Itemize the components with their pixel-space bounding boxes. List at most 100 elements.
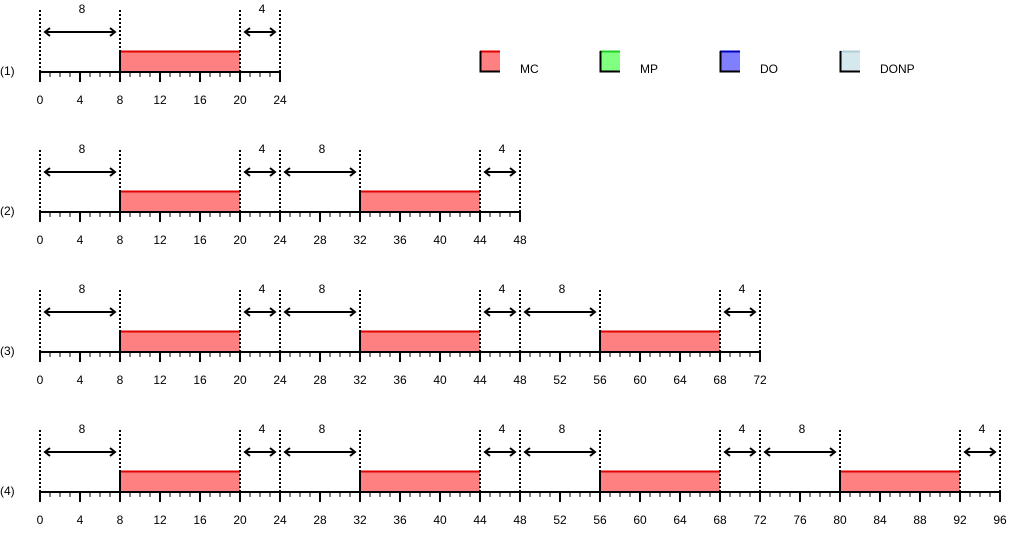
bar-mc bbox=[120, 51, 240, 72]
interval-label: 8 bbox=[79, 282, 86, 296]
tick-label: 12 bbox=[153, 373, 167, 387]
arrow-head-left-icon bbox=[283, 307, 291, 317]
legend-swatch-mc bbox=[480, 51, 500, 71]
bar-mc bbox=[120, 191, 240, 212]
tick-label: 52 bbox=[553, 373, 567, 387]
arrow-head-left-icon bbox=[243, 447, 251, 457]
tick-label: 44 bbox=[473, 373, 487, 387]
interval-label: 4 bbox=[499, 282, 506, 296]
row-label: (1) bbox=[0, 64, 15, 78]
arrow-head-left-icon bbox=[483, 447, 491, 457]
arrow-head-left-icon bbox=[43, 447, 51, 457]
tick-label: 60 bbox=[633, 373, 647, 387]
row-label: (3) bbox=[0, 344, 15, 358]
tick-label: 28 bbox=[313, 373, 327, 387]
interval-label: 8 bbox=[319, 142, 326, 156]
arrow-head-right-icon bbox=[109, 307, 117, 317]
tick-label: 8 bbox=[117, 93, 124, 107]
tick-label: 32 bbox=[353, 513, 367, 527]
interval-label: 4 bbox=[499, 142, 506, 156]
bar-mc bbox=[840, 471, 960, 492]
tick-label: 4 bbox=[77, 513, 84, 527]
legend-swatch-mp bbox=[600, 51, 620, 71]
arrow-head-right-icon bbox=[509, 167, 517, 177]
legend-swatch-border bbox=[719, 51, 740, 73]
tick-label: 84 bbox=[873, 513, 887, 527]
interval-label: 8 bbox=[559, 282, 566, 296]
interval-label: 4 bbox=[739, 422, 746, 436]
tick-label: 12 bbox=[153, 93, 167, 107]
tick-label: 56 bbox=[593, 373, 607, 387]
arrow-head-right-icon bbox=[509, 307, 517, 317]
interval-label: 4 bbox=[259, 282, 266, 296]
tick-label: 8 bbox=[117, 233, 124, 247]
arrow-head-left-icon bbox=[43, 307, 51, 317]
arrow-head-right-icon bbox=[269, 167, 277, 177]
tick-label: 16 bbox=[193, 233, 207, 247]
interval-label: 8 bbox=[319, 282, 326, 296]
tick-label: 96 bbox=[993, 513, 1007, 527]
tick-label: 48 bbox=[513, 233, 527, 247]
tick-label: 36 bbox=[393, 513, 407, 527]
tick-label: 24 bbox=[273, 93, 287, 107]
tick-label: 36 bbox=[393, 373, 407, 387]
tick-label: 48 bbox=[513, 373, 527, 387]
tick-label: 48 bbox=[513, 513, 527, 527]
bar-mc bbox=[360, 191, 480, 212]
arrow-head-right-icon bbox=[509, 447, 517, 457]
arrow-head-left-icon bbox=[723, 447, 731, 457]
arrow-head-right-icon bbox=[589, 307, 597, 317]
tick-label: 8 bbox=[117, 513, 124, 527]
arrow-head-right-icon bbox=[109, 27, 117, 37]
tick-label: 16 bbox=[193, 93, 207, 107]
tick-label: 32 bbox=[353, 233, 367, 247]
arrow-head-left-icon bbox=[523, 447, 531, 457]
tick-label: 44 bbox=[473, 233, 487, 247]
legend-swatch-donp bbox=[840, 51, 860, 71]
interval-label: 8 bbox=[799, 422, 806, 436]
tick-label: 20 bbox=[233, 233, 247, 247]
tick-label: 76 bbox=[793, 513, 807, 527]
tick-label: 52 bbox=[553, 513, 567, 527]
tick-label: 32 bbox=[353, 373, 367, 387]
tick-label: 4 bbox=[77, 233, 84, 247]
arrow-head-left-icon bbox=[283, 447, 291, 457]
arrow-head-right-icon bbox=[989, 447, 997, 457]
legend-label: DONP bbox=[880, 62, 915, 76]
interval-label: 4 bbox=[259, 422, 266, 436]
arrow-head-left-icon bbox=[43, 27, 51, 37]
tick-label: 24 bbox=[273, 373, 287, 387]
interval-label: 8 bbox=[79, 2, 86, 16]
interval-label: 8 bbox=[559, 422, 566, 436]
tick-label: 64 bbox=[673, 373, 687, 387]
arrow-head-left-icon bbox=[243, 27, 251, 37]
tick-label: 40 bbox=[433, 373, 447, 387]
bar-mc bbox=[120, 331, 240, 352]
tick-label: 0 bbox=[37, 373, 44, 387]
tick-label: 24 bbox=[273, 233, 287, 247]
arrow-head-right-icon bbox=[829, 447, 837, 457]
tick-label: 60 bbox=[633, 513, 647, 527]
arrow-head-right-icon bbox=[349, 167, 357, 177]
legend-swatch-border bbox=[479, 51, 500, 73]
arrow-head-right-icon bbox=[749, 307, 757, 317]
tick-label: 0 bbox=[37, 93, 44, 107]
tick-label: 72 bbox=[753, 513, 767, 527]
arrow-head-right-icon bbox=[269, 307, 277, 317]
interval-label: 8 bbox=[79, 142, 86, 156]
tick-label: 16 bbox=[193, 513, 207, 527]
arrow-head-left-icon bbox=[483, 307, 491, 317]
tick-label: 80 bbox=[833, 513, 847, 527]
tick-label: 12 bbox=[153, 233, 167, 247]
bar-mc bbox=[600, 331, 720, 352]
arrow-head-right-icon bbox=[749, 447, 757, 457]
arrow-head-right-icon bbox=[109, 167, 117, 177]
tick-label: 8 bbox=[117, 373, 124, 387]
tick-label: 0 bbox=[37, 233, 44, 247]
tick-label: 20 bbox=[233, 513, 247, 527]
legend-swatch-border bbox=[599, 51, 620, 73]
interval-label: 8 bbox=[319, 422, 326, 436]
tick-label: 12 bbox=[153, 513, 167, 527]
interval-label: 4 bbox=[979, 422, 986, 436]
